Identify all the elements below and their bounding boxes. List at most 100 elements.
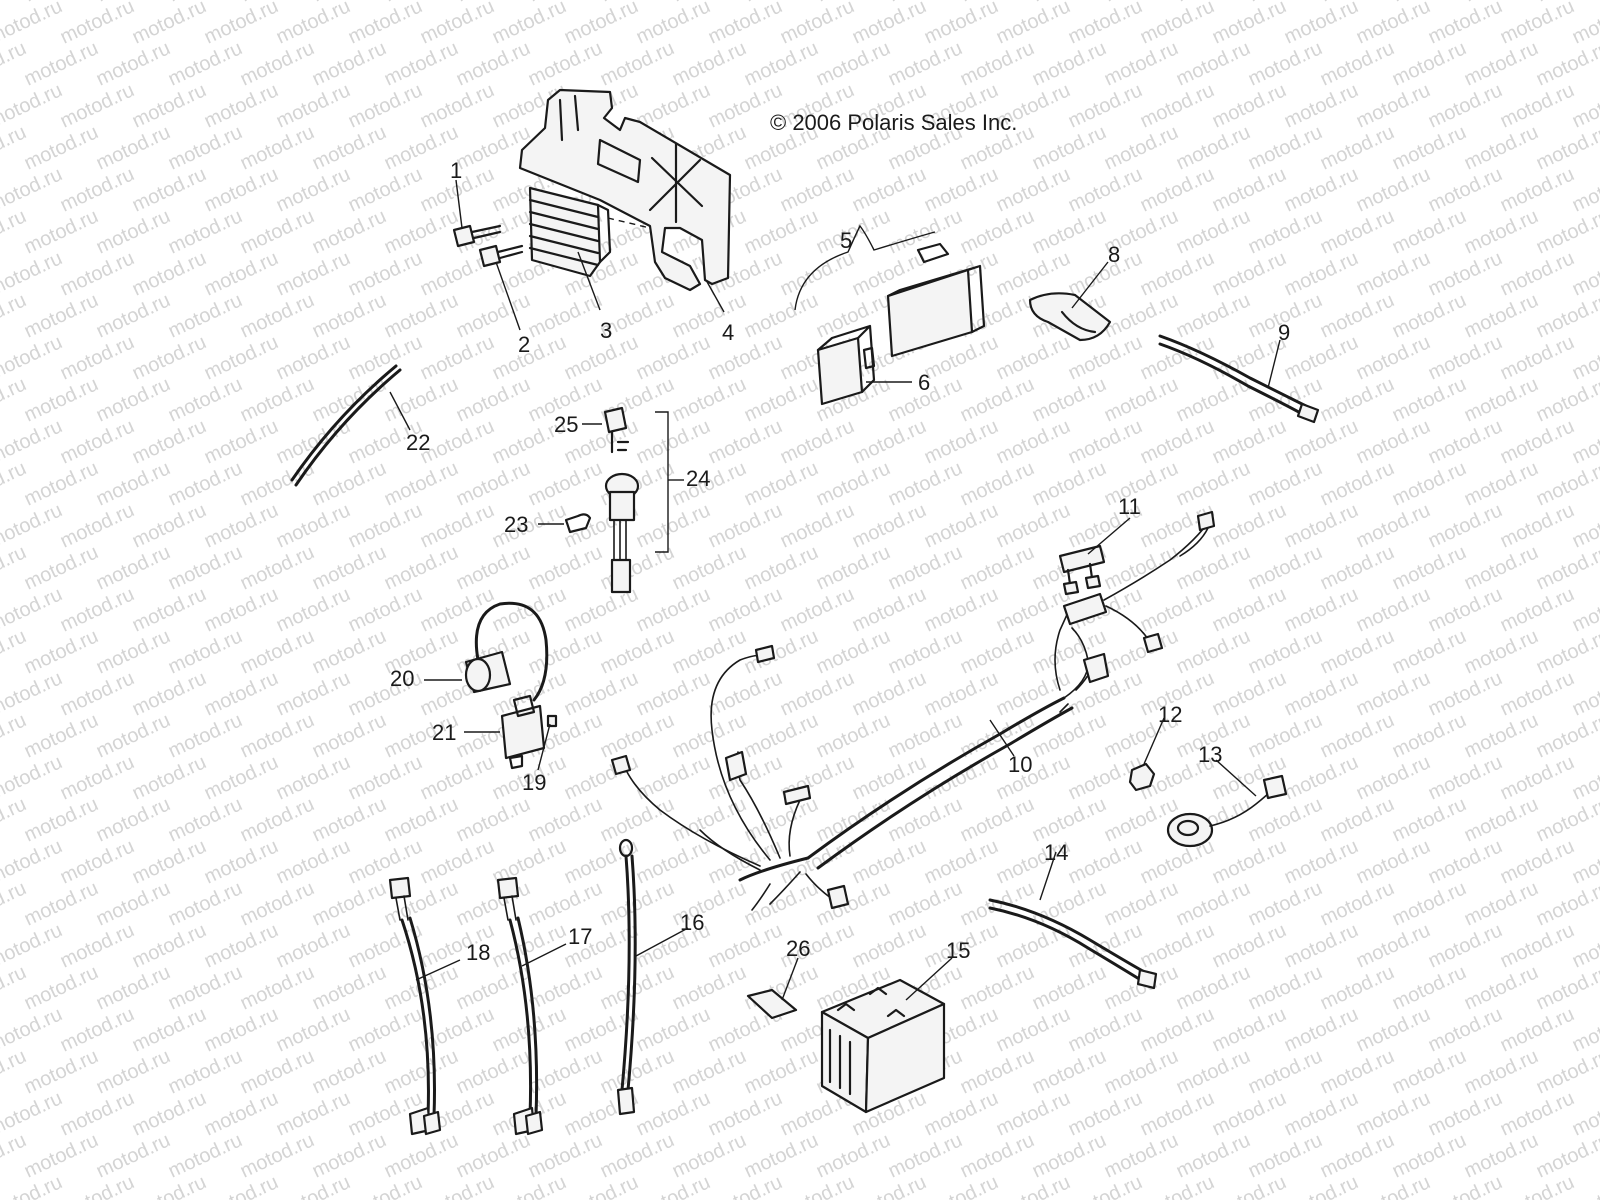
watermark-text: motod.ru: [957, 373, 1038, 426]
watermark-text: motod.ru: [1353, 751, 1434, 804]
part-11-fuse[interactable]: [1058, 544, 1106, 596]
watermark-text: motod.ru: [1461, 457, 1542, 510]
watermark-text: motod.ru: [309, 1129, 390, 1182]
callout-10: 10: [1008, 752, 1032, 777]
watermark-text: motod.ru: [813, 1129, 894, 1182]
watermark-text: motod.ru: [165, 457, 246, 510]
watermark-text: motod.ru: [345, 1171, 426, 1200]
part-5-cdi-module[interactable]: [886, 242, 986, 358]
watermark-text: motod.ru: [129, 415, 210, 468]
part-15-battery[interactable]: [820, 978, 946, 1114]
part-13-switch[interactable]: [1166, 774, 1288, 848]
watermark-text: motod.ru: [1245, 709, 1326, 762]
watermark-text: motod.ru: [345, 247, 426, 300]
watermark-text: motod.ru: [1353, 79, 1434, 132]
watermark-text: motod.ru: [705, 415, 786, 468]
watermark-text: motod.ru: [921, 0, 1002, 49]
watermark-text: motod.ru: [885, 205, 966, 258]
part-22-wire[interactable]: [290, 364, 402, 487]
part-6-connector[interactable]: [816, 324, 876, 406]
part-10-wiring-harness[interactable]: [610, 510, 1216, 911]
watermark-text: motod.ru: [633, 1087, 714, 1140]
watermark-text: motod.ru: [1245, 877, 1326, 930]
part-4-bracket[interactable]: [518, 88, 732, 292]
watermark-text: motod.ru: [1245, 457, 1326, 510]
watermark-text: motod.ru: [129, 919, 210, 972]
watermark-text: motod.ru: [669, 541, 750, 594]
callout-20: 20: [390, 666, 414, 691]
watermark-text: motod.ru: [21, 373, 102, 426]
watermark-text: motod.ru: [813, 37, 894, 90]
watermark-text: motod.ru: [597, 793, 678, 846]
watermark-text: motod.ru: [93, 205, 174, 258]
part-21-ignition-coil[interactable]: [500, 694, 546, 770]
watermark-text: motod.ru: [1353, 667, 1434, 720]
part-8-cover[interactable]: [1028, 292, 1112, 342]
watermark-text: motod.ru: [705, 0, 786, 49]
callout-numbers: 1 2 3 4 5 6 8 9 10 11 12 13 14 15 16 17 …: [390, 158, 1290, 965]
part-1-screw[interactable]: [452, 224, 502, 248]
watermark-text: motod.ru: [1461, 961, 1542, 1014]
watermark-text: motod.ru: [1461, 709, 1542, 762]
watermark-text: motod.ru: [1353, 1171, 1434, 1200]
watermark-text: motod.ru: [1281, 247, 1362, 300]
watermark-text: motod.ru: [1497, 1003, 1578, 1056]
watermark-text: motod.ru: [309, 121, 390, 174]
part-9-strap[interactable]: [1158, 334, 1320, 424]
watermark-text: motod.ru: [273, 583, 354, 636]
watermark-text: motod.ru: [1209, 79, 1290, 132]
watermark-text: motod.ru: [93, 37, 174, 90]
part-23-clip[interactable]: [564, 513, 592, 534]
watermark-text: motod.ru: [1425, 751, 1506, 804]
watermark-text: motod.ru: [1317, 205, 1398, 258]
watermark-text: motod.ru: [1317, 709, 1398, 762]
watermark-text: motod.ru: [309, 37, 390, 90]
watermark-text: motod.ru: [1137, 415, 1218, 468]
watermark-text: motod.ru: [741, 1129, 822, 1182]
watermark-text: motod.ru: [921, 1087, 1002, 1140]
watermark-text: motod.ru: [417, 1171, 498, 1200]
part-18-cable[interactable]: [388, 876, 442, 1136]
watermark-text: motod.ru: [1353, 1003, 1434, 1056]
part-12-nut[interactable]: [1128, 762, 1156, 792]
watermark-text: motod.ru: [921, 583, 1002, 636]
watermark-text: motod.ru: [1029, 373, 1110, 426]
part-3-regulator[interactable]: [528, 186, 651, 278]
watermark-text: motod.ru: [237, 373, 318, 426]
watermark-text: motod.ru: [777, 415, 858, 468]
watermark-text: motod.ru: [705, 1171, 786, 1200]
watermark-text: motod.ru: [561, 751, 642, 804]
watermark-text: motod.ru: [57, 919, 138, 972]
watermark-text: motod.ru: [1101, 625, 1182, 678]
callout-3: 3: [600, 318, 612, 343]
part-20-spark-plug-cap[interactable]: [464, 601, 549, 702]
part-17-cable[interactable]: [496, 876, 544, 1136]
watermark-text: motod.ru: [1281, 919, 1362, 972]
part-16-ground-cable[interactable]: [616, 838, 637, 1116]
watermark-text: motod.ru: [1425, 919, 1506, 972]
watermark-text: motod.ru: [1317, 1129, 1398, 1182]
part-25-key[interactable]: [603, 406, 630, 454]
watermark-text: motod.ru: [1245, 205, 1326, 258]
callout-19: 19: [522, 770, 546, 795]
watermark-text: motod.ru: [597, 541, 678, 594]
watermark-text: motod.ru: [309, 793, 390, 846]
part-19-screw[interactable]: [546, 714, 558, 728]
part-26-pad[interactable]: [746, 988, 798, 1020]
part-14-strap[interactable]: [988, 898, 1158, 990]
part-2-screw[interactable]: [478, 244, 524, 268]
part-24-ignition-switch[interactable]: [604, 472, 640, 594]
watermark-text: motod.ru: [741, 457, 822, 510]
watermark-text: motod.ru: [1461, 121, 1542, 174]
watermark-text: motod.ru: [1245, 37, 1326, 90]
watermark-text: motod.ru: [741, 37, 822, 90]
watermark-text: motod.ru: [849, 751, 930, 804]
watermark-text: motod.ru: [1425, 247, 1506, 300]
watermark-text: motod.ru: [0, 877, 30, 930]
watermark-text: motod.ru: [1389, 1129, 1470, 1182]
watermark-text: motod.ru: [0, 541, 30, 594]
watermark-text: motod.ru: [57, 1003, 138, 1056]
watermark-text: motod.ru: [849, 667, 930, 720]
watermark-text: motod.ru: [993, 0, 1074, 49]
